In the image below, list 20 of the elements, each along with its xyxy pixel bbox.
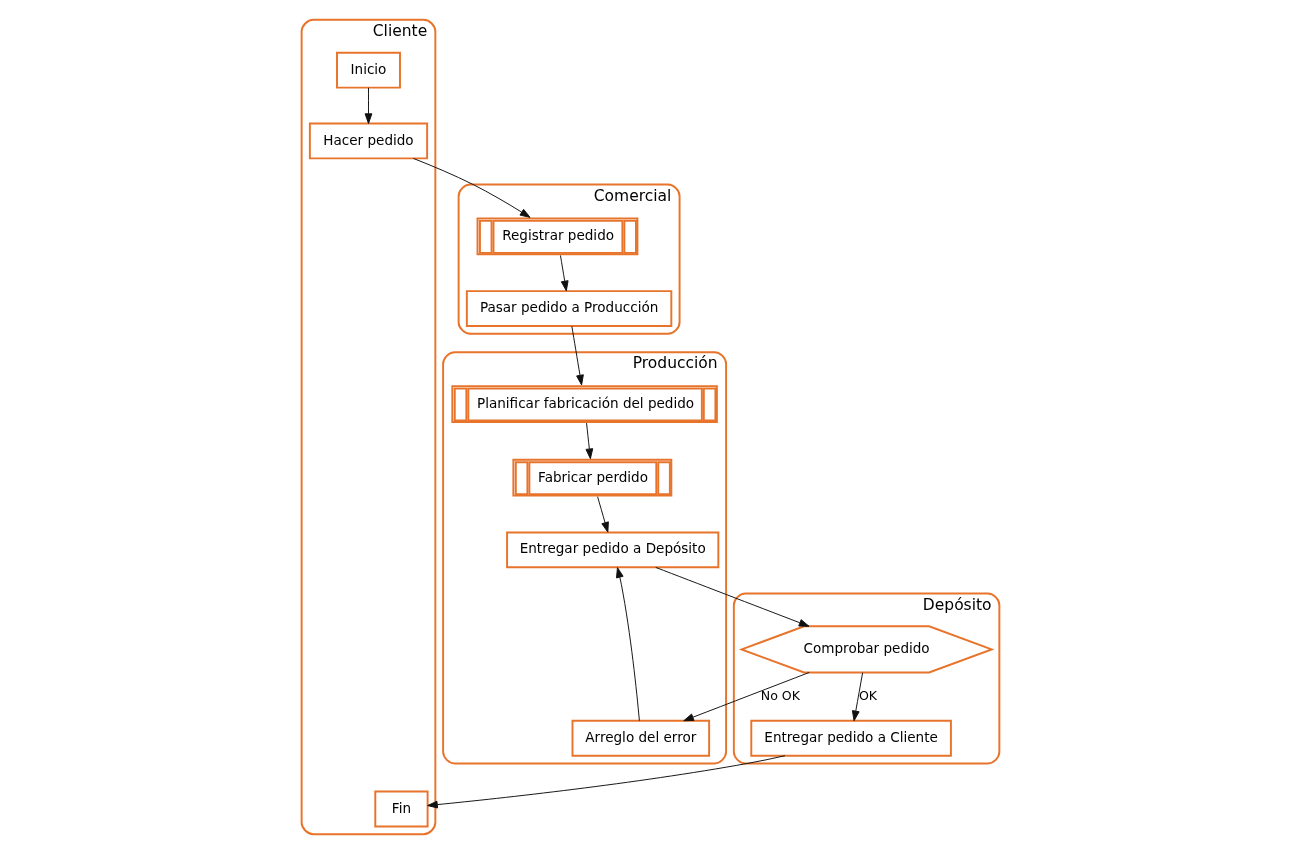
edge-label: OK [858, 687, 877, 703]
arrow [412, 158, 530, 218]
arrow [654, 566, 809, 627]
node-box: Inicio [335, 51, 401, 89]
node-box: Fin [373, 790, 429, 828]
arrow [682, 671, 810, 722]
node-box: Entregar pedido a Cliente [749, 719, 952, 757]
edge-label: No OK [760, 687, 800, 703]
node-box: Arreglo del error [571, 719, 710, 757]
node-box: Pasar pedido a Producción [465, 290, 672, 327]
arrow [851, 672, 863, 722]
arrow [426, 755, 785, 809]
arrow [585, 422, 593, 460]
arrow [364, 87, 372, 124]
node-box: Entregar pedido a Depósito [505, 531, 719, 569]
arrow [570, 325, 584, 386]
arrow [615, 567, 640, 722]
arrow [559, 254, 569, 292]
node-box: Hacer pedido [308, 122, 428, 160]
arrow [596, 496, 609, 533]
